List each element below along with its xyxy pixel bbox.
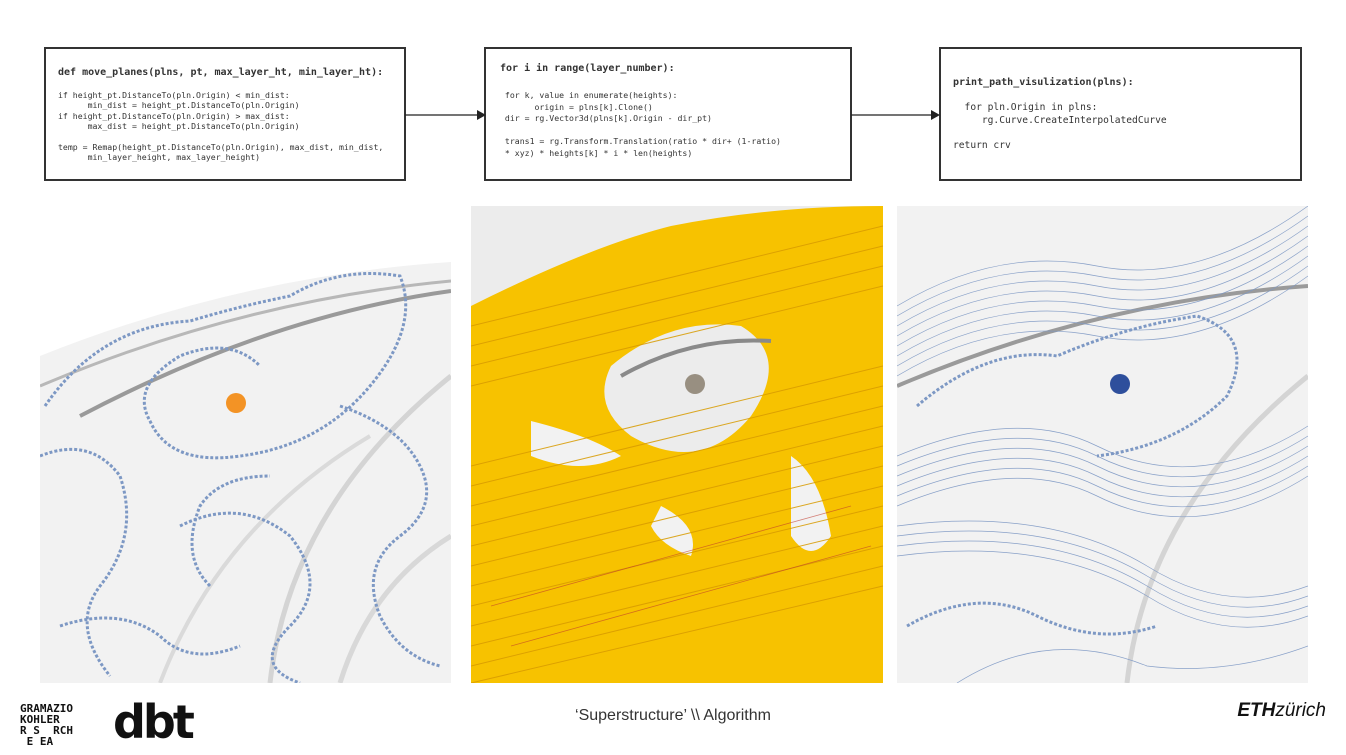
- eth-logo-rest: zürich: [1275, 700, 1326, 721]
- toolpath-render: [40, 206, 451, 683]
- code-title: for i in range(layer_number):: [500, 63, 675, 74]
- logo-line: GRAMAZIO: [20, 702, 73, 715]
- attractor-point-blue: [1110, 374, 1130, 394]
- code-title: print_path_visulization(plns):: [953, 77, 1134, 88]
- flow-arrow-1: [405, 110, 486, 120]
- logo-line: KOHLER: [20, 713, 60, 726]
- render-panel-layers: [471, 206, 883, 683]
- toolpath-curves: [40, 272, 441, 683]
- layers-render: [471, 206, 883, 683]
- attractor-point-orange: [226, 393, 246, 413]
- code-body: if height_pt.DistanceTo(pln.Origin) < mi…: [58, 90, 384, 163]
- render-panel-toolpath: [40, 206, 451, 683]
- code-body: for k, value in enumerate(heights): orig…: [504, 90, 781, 158]
- flow-arrow-2: [851, 110, 940, 120]
- gramazio-kohler-research-logo: GRAMAZIO KOHLER R S RCH E EA: [20, 703, 73, 747]
- dbt-logo: dbt: [113, 700, 197, 746]
- logo-line: R S RCH: [20, 724, 73, 737]
- code-box-path-visualization: print_path_visulization(plns): for pln.O…: [939, 47, 1302, 181]
- logo-line: E EA: [20, 735, 54, 748]
- render-panel-curves: [897, 206, 1308, 683]
- code-title: def move_planes(plns, pt, max_layer_ht, …: [58, 67, 384, 78]
- layer-hatching: [471, 225, 883, 683]
- code-box-layer-loop: for i in range(layer_number): for k, val…: [484, 47, 852, 181]
- eth-zurich-logo: ETHzürich: [1237, 700, 1326, 722]
- dbt-wordmark: dbt: [113, 700, 194, 746]
- slide-caption: ‘Superstructure’ \\ Algorithm: [575, 707, 771, 724]
- code-body: for pln.Origin in plns: rg.Curve.CreateI…: [953, 102, 1167, 151]
- code-box-move-planes: def move_planes(plns, pt, max_layer_ht, …: [44, 47, 406, 181]
- curves-render: [897, 206, 1308, 683]
- attractor-point-gray: [685, 374, 705, 394]
- interpolated-curves: [897, 206, 1308, 683]
- eth-logo-bold: ETH: [1237, 700, 1276, 721]
